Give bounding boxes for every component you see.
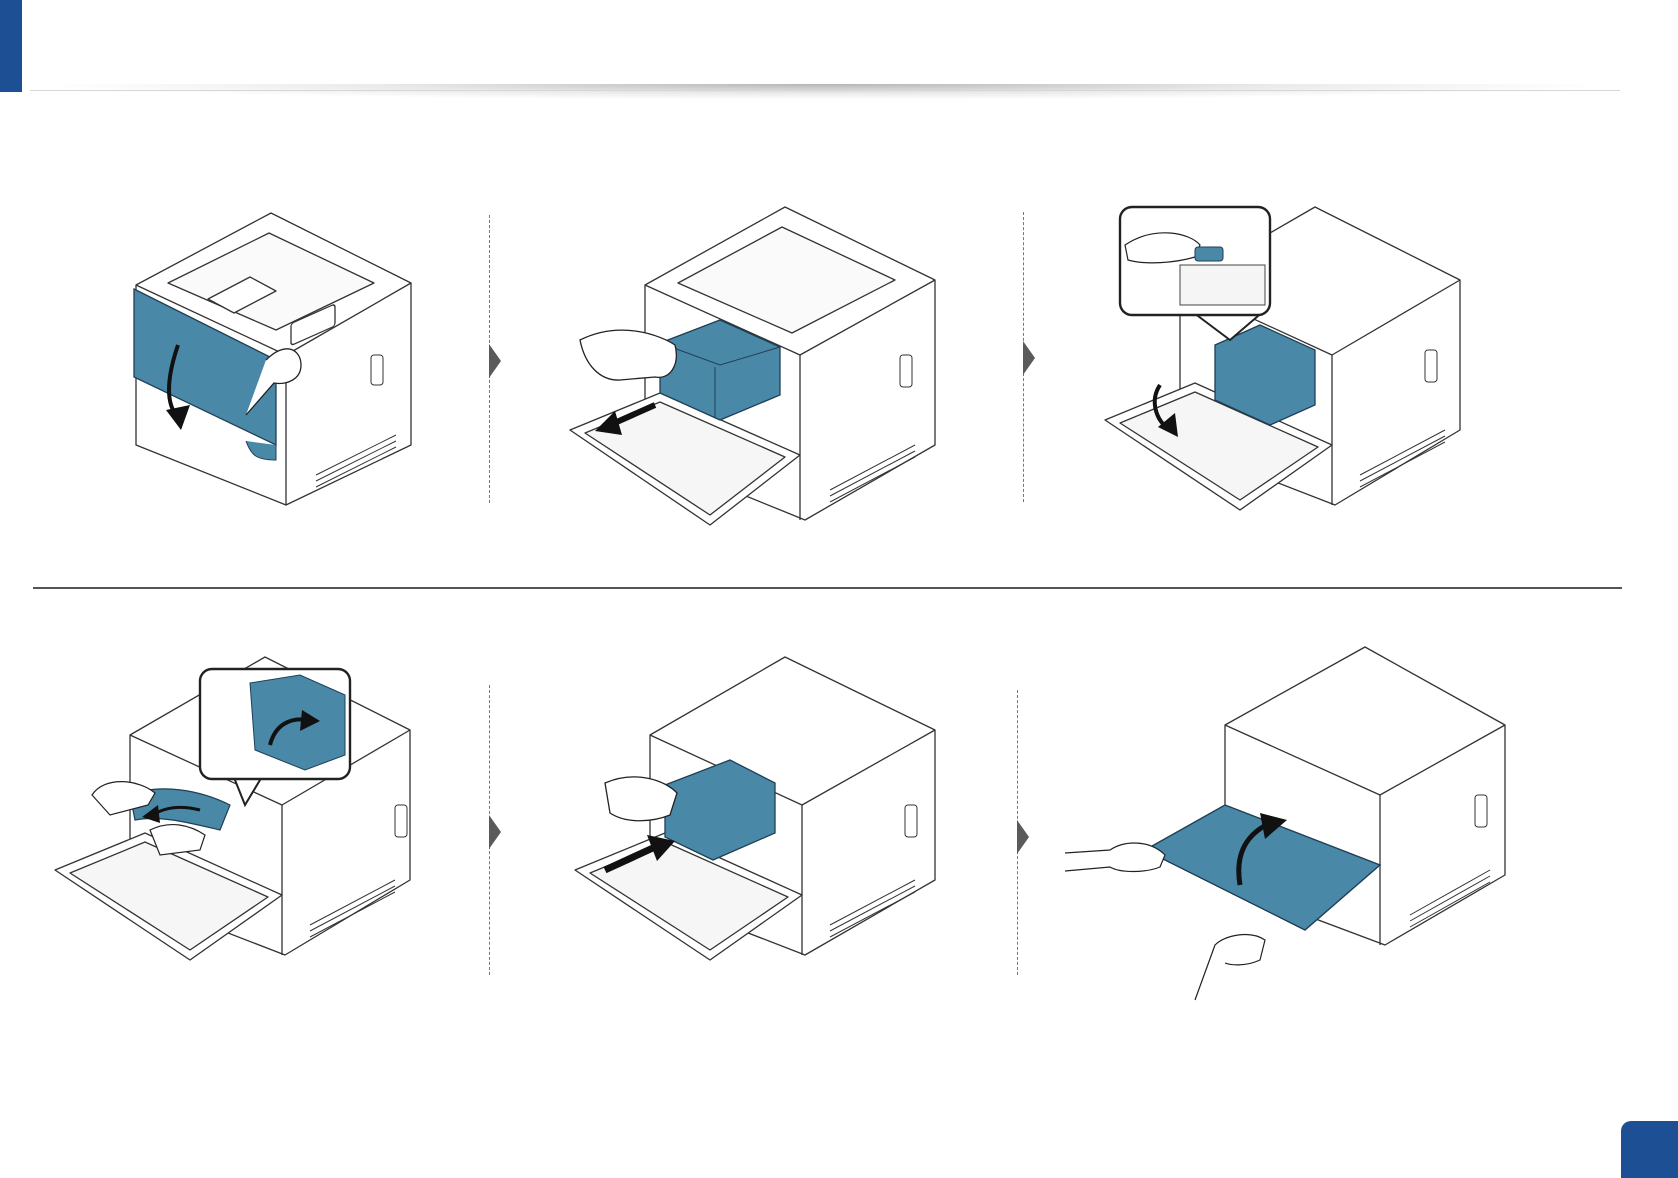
step-4-remove-jammed-paper — [50, 655, 420, 965]
printer-illustration — [560, 205, 950, 530]
header-accent-tab — [0, 0, 22, 92]
printer-illustration — [565, 655, 945, 965]
step-1-open-front-door — [126, 205, 436, 510]
next-step-arrow-icon — [489, 815, 501, 849]
printer-illustration — [126, 205, 436, 510]
printer-illustration — [50, 655, 420, 965]
step-5-insert-toner-cartridge — [565, 655, 945, 965]
step-2-remove-toner-cartridge — [560, 205, 950, 530]
step-3-press-release-lever — [1100, 205, 1470, 515]
header-shadow — [30, 84, 1620, 100]
header-rule — [30, 90, 1620, 91]
next-step-arrow-icon — [1023, 341, 1035, 375]
hand-icon — [580, 330, 676, 380]
printer-illustration — [1065, 645, 1515, 1005]
next-step-arrow-icon — [489, 344, 501, 378]
step-6-close-front-door — [1065, 645, 1515, 1005]
hands-icon — [1065, 843, 1165, 871]
printer-illustration — [1100, 205, 1470, 515]
page-number-badge — [1621, 1121, 1678, 1178]
section-divider — [33, 587, 1622, 589]
next-step-arrow-icon — [1017, 820, 1029, 854]
